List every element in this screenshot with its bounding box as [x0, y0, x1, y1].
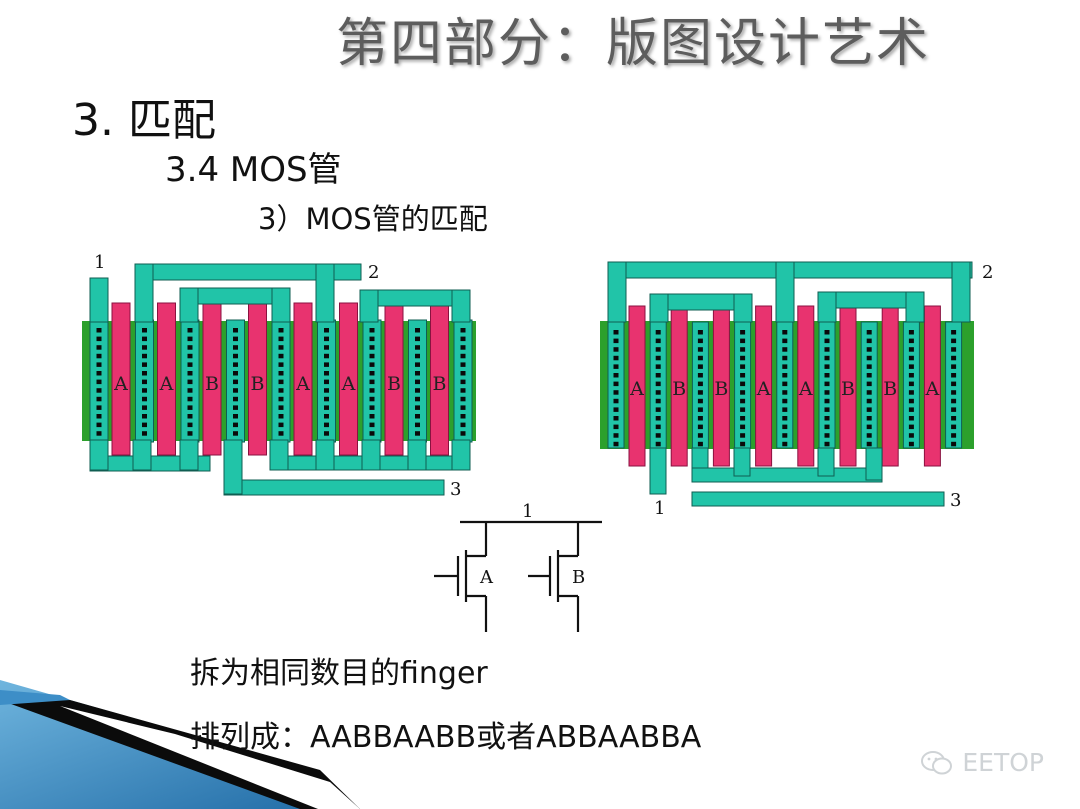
slide-title: 第四部分：版图设计艺术: [335, 13, 930, 74]
finger-label: A: [295, 373, 310, 395]
sd-strip: [776, 321, 794, 449]
heading-mos-match: 3）MOS管的匹配: [258, 202, 488, 236]
watermark: EETOP: [920, 748, 1044, 777]
gate-finger: [797, 305, 815, 467]
finger-label: B: [714, 378, 728, 400]
sd-strip: [453, 319, 473, 443]
gate-finger: [628, 305, 646, 467]
finger-label: B: [672, 378, 686, 400]
finger-label: A: [113, 373, 128, 395]
metal-net-2: [134, 263, 362, 323]
metal-net-2b: [179, 287, 471, 323]
terminal-label-1: 1: [94, 252, 105, 273]
gate-finger: [923, 305, 941, 467]
gate-finger: [339, 302, 358, 456]
terminal-label-3: 3: [950, 490, 961, 511]
metal-net-1: [89, 277, 211, 472]
gate-fingers: [111, 302, 449, 456]
finger-label: B: [841, 378, 855, 400]
metal-net-1: [649, 447, 945, 507]
finger-label: B: [433, 373, 447, 395]
sd-strip: [860, 321, 878, 449]
gate-finger: [755, 305, 773, 467]
sd-strip: [818, 321, 836, 449]
watermark-text: EETOP: [962, 748, 1044, 777]
metal-net-3: [223, 439, 471, 496]
sd-strip: [607, 321, 625, 449]
gate-finger: [293, 302, 313, 456]
sd-strip: [271, 319, 291, 443]
schematic-device-A-label: A: [479, 567, 494, 588]
terminal-label-1: 1: [654, 498, 665, 519]
source-drain-strips: [89, 319, 473, 443]
schematic-node-label: 1: [522, 501, 533, 522]
finger-label: A: [159, 373, 174, 395]
gate-finger: [157, 302, 176, 456]
heading-mos: 3.4 MOS管: [165, 150, 342, 190]
terminal-label-2: 2: [368, 262, 379, 283]
finger-label: A: [925, 378, 940, 400]
finger-label: B: [251, 373, 265, 395]
gate-finger: [111, 302, 131, 456]
sd-strip: [89, 319, 109, 443]
heading-match: 3. 匹配: [72, 95, 216, 146]
sd-strip: [902, 321, 920, 449]
gate-fingers: [628, 305, 941, 467]
finger-label: B: [387, 373, 401, 395]
terminal-label-3: 3: [450, 479, 461, 500]
schematic-device-B-label: B: [572, 567, 585, 588]
finger-label: A: [798, 378, 813, 400]
source-drain-strips: [607, 321, 963, 449]
finger-label: B: [883, 378, 897, 400]
finger-label: B: [205, 373, 219, 395]
finger-label: A: [756, 378, 771, 400]
text-arrangement: 排列成：AABBAABB或者ABBAABBA: [190, 720, 702, 755]
sd-strip: [226, 319, 245, 443]
sd-strip: [734, 321, 752, 449]
text-split-fingers: 拆为相同数目的finger: [190, 656, 488, 691]
metal-net-2b: [649, 291, 925, 323]
metal-net-2: [607, 261, 973, 323]
wechat-icon: [921, 750, 953, 774]
finger-label: A: [629, 378, 644, 400]
terminal-label-2: 2: [982, 262, 993, 283]
finger-label: A: [341, 373, 356, 395]
